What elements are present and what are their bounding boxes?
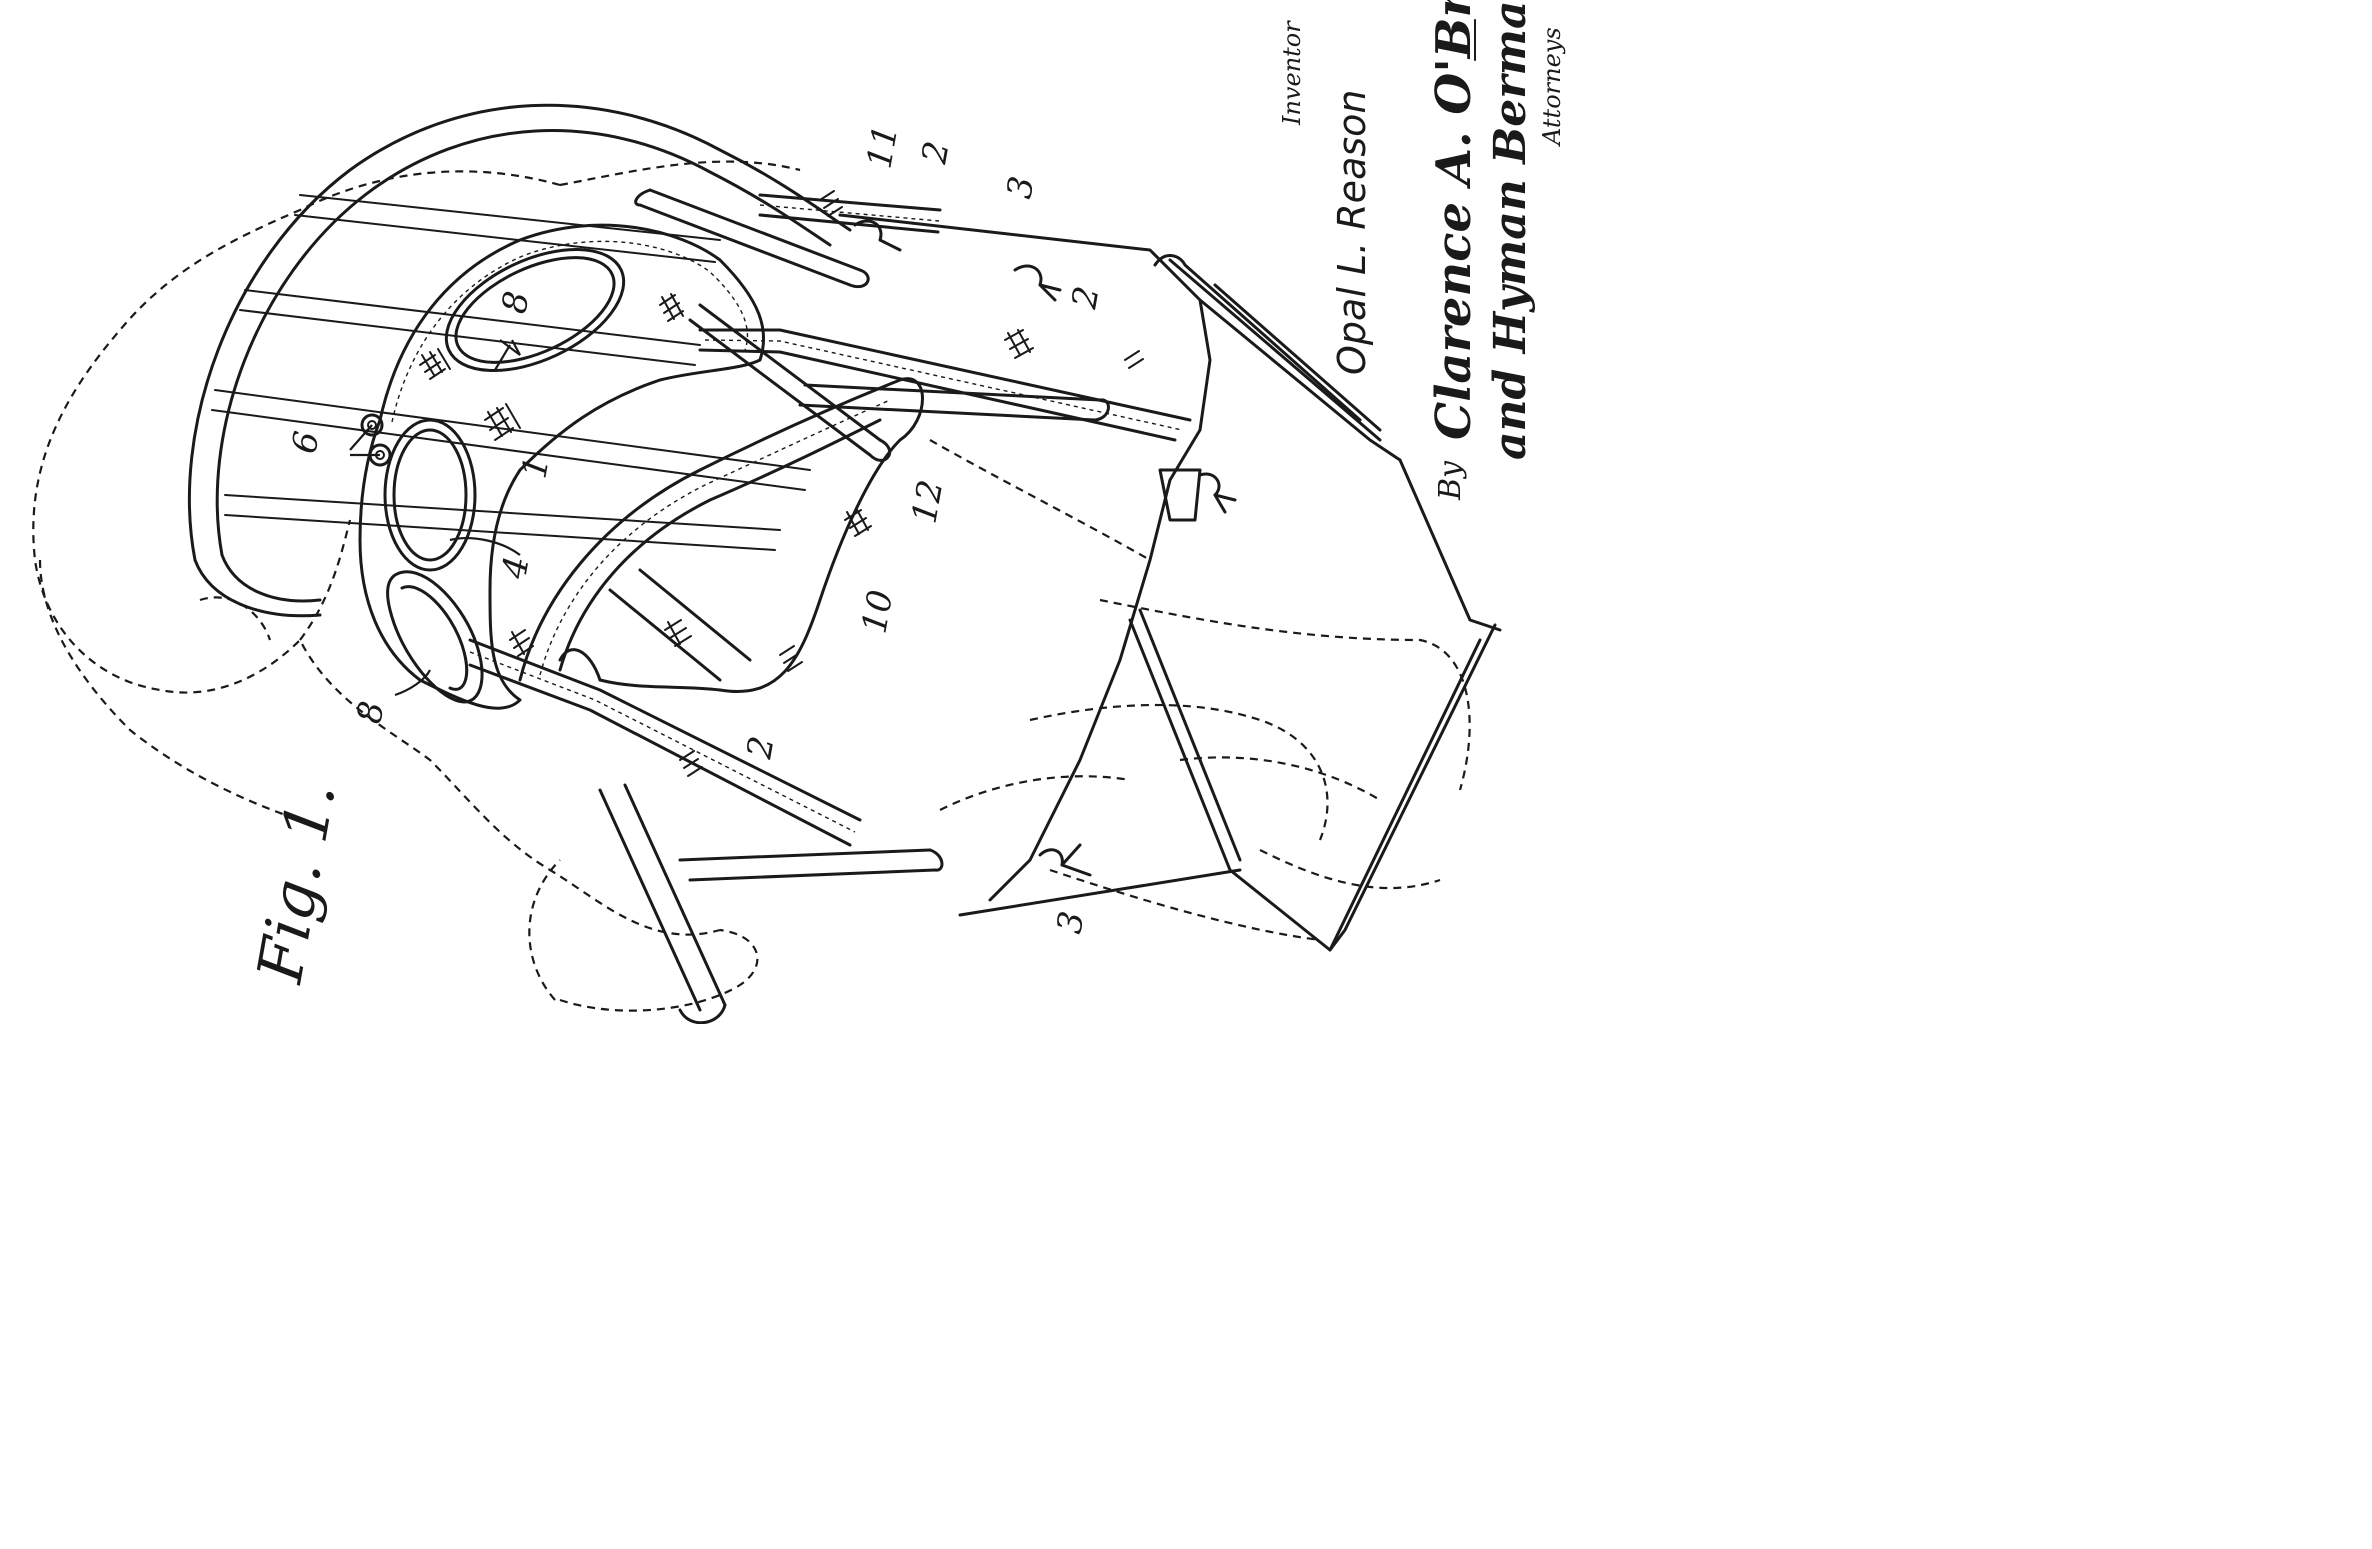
ref-12: 12 xyxy=(904,477,951,527)
child-figure-outline xyxy=(32,160,1471,1012)
inventor-block: Inventor Opal L. Reason By Clarence A. O… xyxy=(1278,0,1566,501)
fabric-crosshatch xyxy=(419,190,1144,777)
ref-4: 4 xyxy=(494,553,537,582)
inventor-name: Opal L. Reason xyxy=(1330,90,1374,375)
chair-seat-and-legs xyxy=(598,188,1502,1025)
patent-drawing: 1 2 2 2 3 3 4 6 8 8 10 11 12 Fig. 1. Inv… xyxy=(32,0,1566,1025)
ref-3-bottom: 3 xyxy=(1049,908,1092,936)
inventor-heading: Inventor xyxy=(1278,20,1306,126)
attorneys-label: Attorneys xyxy=(1538,27,1566,147)
ref-3-top: 3 xyxy=(999,173,1042,201)
ref-6: 6 xyxy=(284,428,327,456)
ref-11: 11 xyxy=(859,122,906,172)
chair-back xyxy=(187,103,852,618)
figure-label: Fig. 1. xyxy=(243,777,350,989)
ref-1: 1 xyxy=(514,453,557,481)
lower-strap xyxy=(518,377,924,693)
by-label: By xyxy=(1433,460,1468,501)
leader-lines xyxy=(349,339,521,697)
attorney-signature-line-1: Clarence A. O'Brien xyxy=(1426,0,1482,440)
harness-straps xyxy=(468,193,1192,847)
ref-8-top: 8 xyxy=(494,288,537,316)
attorney-signature-line-2: and Hyman Berman xyxy=(1485,0,1536,460)
ref-2-top: 2 xyxy=(914,138,957,167)
tie-fasteners xyxy=(853,219,1237,877)
ref-8-left: 8 xyxy=(349,698,392,726)
ref-10: 10 xyxy=(854,587,901,637)
ref-2-middle: 2 xyxy=(1064,283,1107,312)
ref-2-left: 2 xyxy=(739,733,782,762)
patent-drawing-sheet: 1 2 2 2 3 3 4 6 8 8 10 11 12 Fig. 1. Inv… xyxy=(0,0,1568,1025)
harness-body xyxy=(358,223,766,710)
